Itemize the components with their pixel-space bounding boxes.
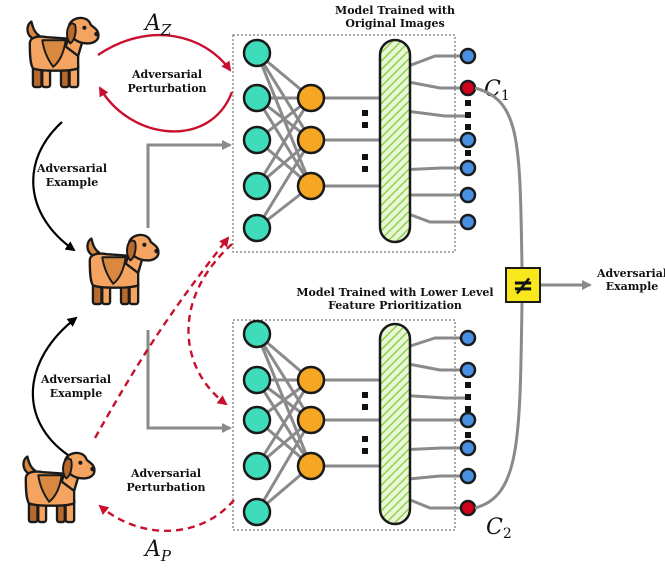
compare-connectors bbox=[474, 86, 592, 510]
adv-example-bottom-2: Example bbox=[50, 387, 103, 400]
c1-label: C1 bbox=[484, 77, 510, 104]
output-label-2: Example bbox=[606, 280, 659, 293]
bottom-model-title-1: Model Trained with Lower Level bbox=[296, 286, 493, 299]
c2-label: C2 bbox=[486, 515, 512, 542]
adv-perturbation-top-2: Perturbation bbox=[127, 82, 206, 95]
dog-image-original bbox=[26, 16, 101, 89]
top-class-node bbox=[459, 79, 477, 97]
adv-perturbation-top-1: Adversarial bbox=[131, 68, 202, 81]
attack-z-label: AZ bbox=[143, 11, 172, 39]
adv-perturbation-bottom-1: Adversarial bbox=[130, 467, 201, 480]
bottom-network bbox=[255, 332, 468, 514]
top-hidden-layer bbox=[296, 83, 326, 201]
top-output-layer bbox=[459, 47, 477, 231]
black-arrows bbox=[31, 121, 78, 456]
top-network bbox=[255, 51, 468, 230]
adv-example-top-2: Example bbox=[46, 176, 99, 189]
output-label-1: Adversarial bbox=[596, 267, 665, 280]
bottom-output-layer bbox=[459, 329, 477, 485]
input-flow-arrows bbox=[146, 140, 232, 433]
attack-p-label: AP bbox=[143, 537, 172, 565]
red-dashed-arrows bbox=[93, 236, 235, 532]
bottom-feature-bar bbox=[378, 322, 412, 526]
adv-example-top-1: Adversarial bbox=[36, 162, 107, 175]
bottom-model-title-2: Feature Prioritization bbox=[328, 299, 462, 312]
top-ellipsis-dots bbox=[362, 110, 368, 172]
bottom-class-node bbox=[459, 499, 477, 517]
top-model-box bbox=[232, 34, 456, 253]
bottom-ellipsis-dots bbox=[362, 392, 368, 454]
dog-image-perturbed bbox=[22, 451, 97, 524]
red-perturbation-arrows bbox=[97, 33, 234, 133]
bottom-hidden-layer bbox=[296, 365, 326, 481]
compare-box bbox=[505, 267, 541, 303]
not-equal-symbol: ≠ bbox=[512, 271, 534, 301]
top-model-title-2: Original Images bbox=[345, 17, 444, 30]
bottom-input-layer bbox=[242, 319, 272, 527]
top-model-title-1: Model Trained with bbox=[335, 4, 455, 17]
adv-perturbation-bottom-2: Perturbation bbox=[126, 481, 205, 494]
bottom-output-dots bbox=[465, 382, 471, 438]
top-output-dots bbox=[465, 100, 471, 156]
adv-example-bottom-1: Adversarial bbox=[40, 373, 111, 386]
top-feature-bar bbox=[378, 38, 412, 244]
top-input-layer bbox=[242, 38, 272, 243]
dog-image-adversarial bbox=[86, 233, 161, 306]
